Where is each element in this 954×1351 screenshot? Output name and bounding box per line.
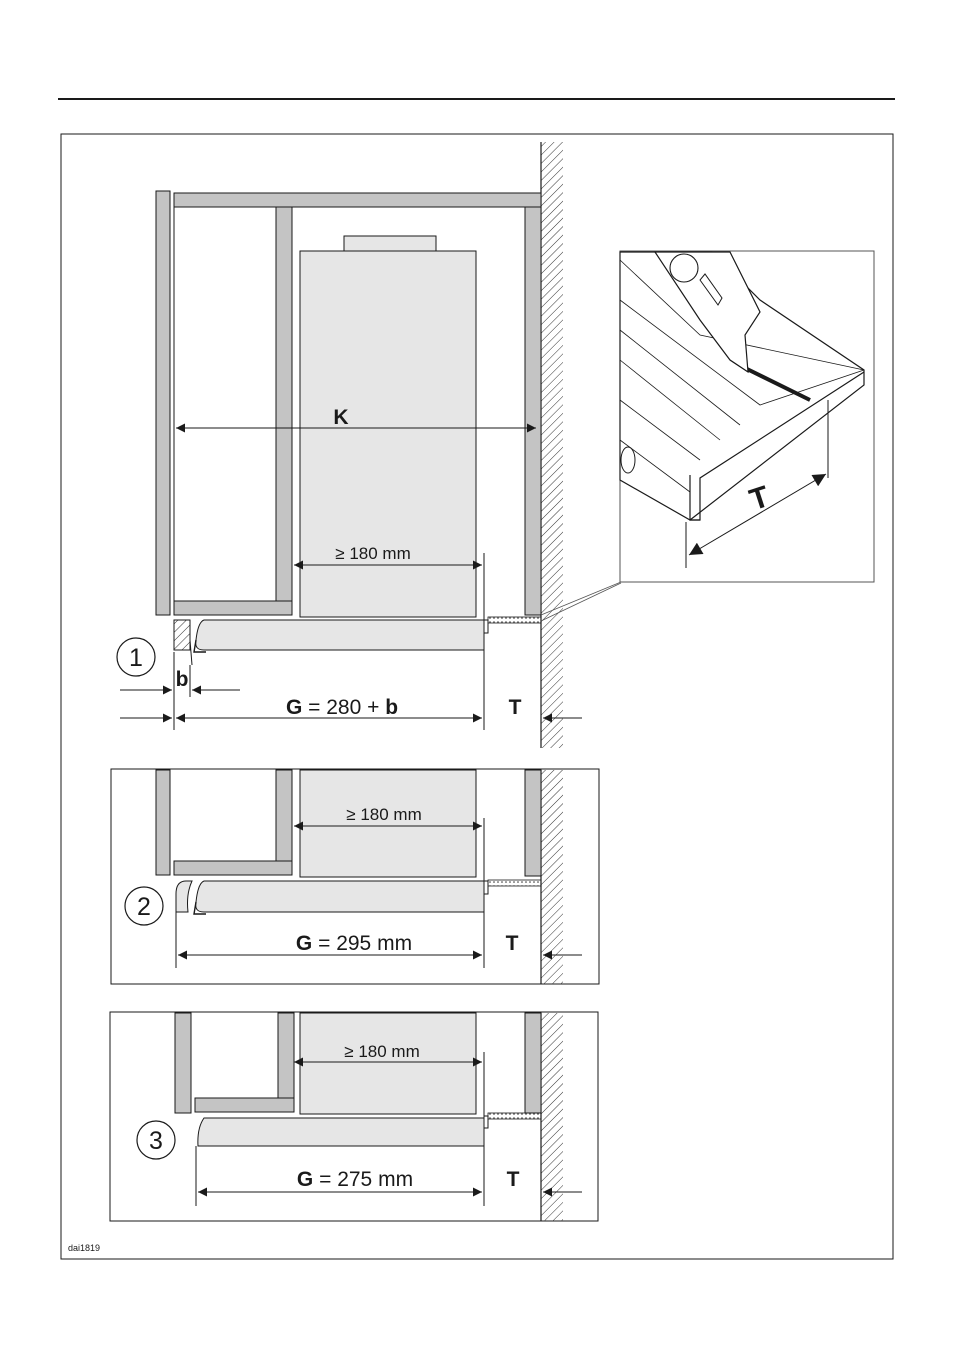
t-label-1: T <box>509 696 522 719</box>
plinth-trim-2 <box>488 880 541 886</box>
step-1-label: 1 <box>129 644 143 672</box>
cabinet-divider-3 <box>278 1013 294 1099</box>
furniture-plinth-b <box>174 620 190 650</box>
furniture-door-3 <box>175 1013 191 1113</box>
g-label-2: G = 295 mm <box>296 932 412 955</box>
cabinet-back-panel-3 <box>525 1013 541 1113</box>
plinth-1 <box>196 620 484 650</box>
step-3-label: 3 <box>149 1127 163 1155</box>
figure-2: ≥ 180 mm 2 G = 295 mm T <box>111 769 599 984</box>
min-gap-label-3: ≥ 180 mm <box>344 1042 419 1061</box>
detail-inset: T <box>620 251 874 582</box>
b-label: b <box>176 668 189 691</box>
step-2-label: 2 <box>137 893 151 921</box>
appliance-top-cap <box>344 236 436 251</box>
t-label-3: T <box>507 1168 520 1191</box>
furniture-door-1 <box>156 191 170 615</box>
reference-code: dai1819 <box>68 1243 100 1253</box>
plinth-trim-1 <box>488 617 541 623</box>
min-gap-label-2: ≥ 180 mm <box>346 805 421 824</box>
k-label: K <box>333 406 348 429</box>
inner-cabinet-space <box>174 207 276 601</box>
cabinet-shelf-3 <box>195 1098 294 1112</box>
cabinet-shelf-2 <box>174 861 292 875</box>
cabinet-divider <box>276 207 292 602</box>
cabinet-back-panel-2 <box>525 770 541 876</box>
figure-1: K ≥ 180 mm 1 b G = 280 + b T <box>117 142 621 748</box>
plinth-3 <box>198 1118 484 1146</box>
plinth-2 <box>196 881 484 912</box>
g-label-1: G = 280 + b <box>286 696 398 719</box>
appliance-body-3 <box>300 1013 476 1114</box>
cabinet-shelf <box>174 601 292 615</box>
min-gap-label-1: ≥ 180 mm <box>335 544 410 563</box>
wall-1 <box>541 142 563 748</box>
t-label-2: T <box>506 932 519 955</box>
g-label-3: G = 275 mm <box>297 1168 413 1191</box>
figure-3: ≥ 180 mm 3 G = 275 mm T <box>110 1012 598 1221</box>
plinth-trim-3 <box>488 1113 541 1119</box>
cabinet-divider-2 <box>276 770 292 862</box>
furniture-door-2 <box>156 770 170 875</box>
cabinet-back-panel <box>525 207 541 615</box>
wall-2 <box>541 770 563 984</box>
wall-3 <box>541 1013 563 1221</box>
cabinet-top <box>174 193 541 207</box>
